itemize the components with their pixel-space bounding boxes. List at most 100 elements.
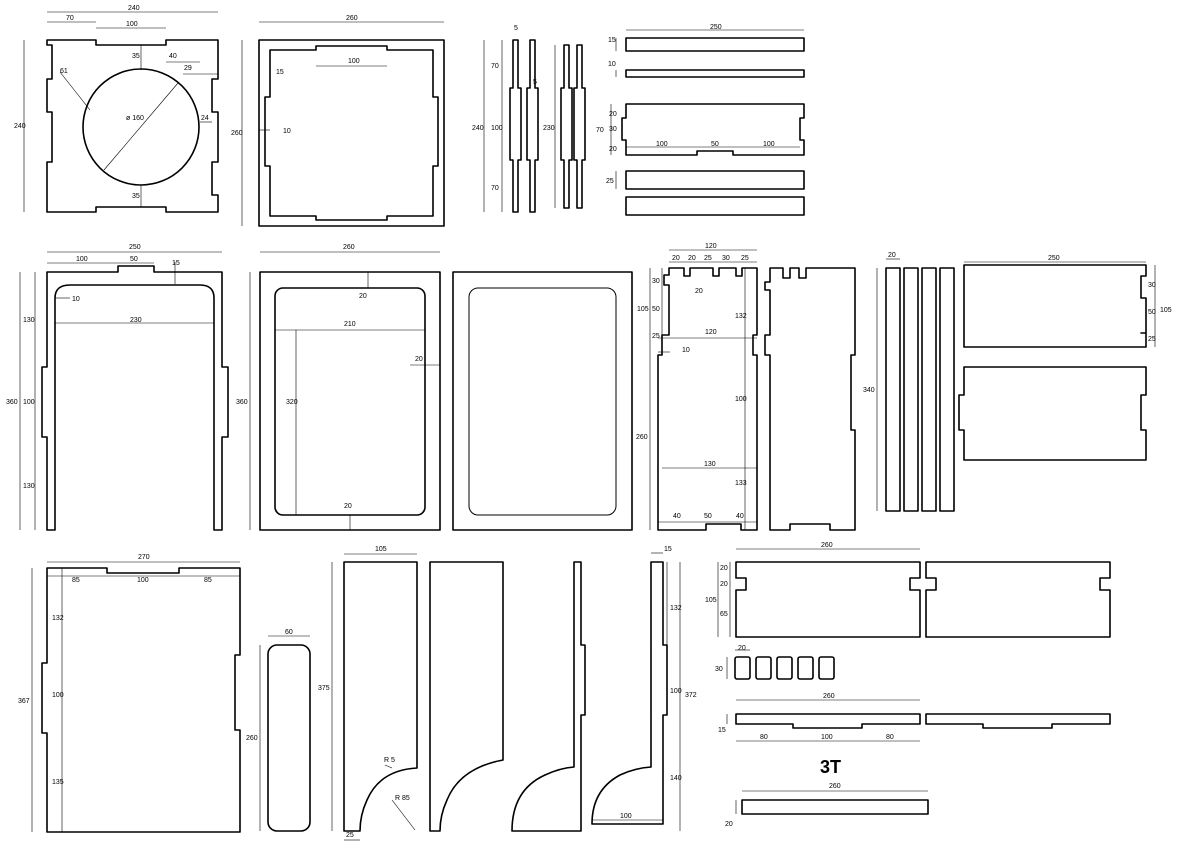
dim-label: 30 [609,126,617,133]
dim-label: 80 [886,734,894,741]
dim-label: 70 [491,63,499,70]
dim-label: 20 [344,503,352,510]
dim-label: 100 [670,688,682,695]
dim-label: 230 [130,317,142,324]
dim-label: 10 [608,61,616,68]
dim-label: 260 [343,244,355,251]
dim-label: 320 [286,399,298,406]
dim-label: 70 [66,15,74,22]
dim-label: 24 [201,115,209,122]
dim-label: 20 [672,255,680,262]
dim-label: 132 [52,615,64,622]
dim-label: 100 [126,21,138,28]
dim-label: 25 [652,333,660,340]
dim-label: 105 [1160,307,1172,314]
dim-label: 250 [129,244,141,251]
dim-label: 10 [283,128,291,135]
dim-label: 100 [763,141,775,148]
dim-label: 40 [673,513,681,520]
dim-label: 20 [609,146,617,153]
dim-label: 260 [821,542,833,549]
dim-label: 25 [346,832,354,839]
dim-label: 240 [128,5,140,12]
dim-label: 30 [652,278,660,285]
part-c-strips: 5 5 70 240 100 70 230 [472,25,586,213]
dim-label: 240 [14,123,26,130]
dim-label: 250 [710,24,722,31]
dim-label: 100 [656,141,668,148]
dim-label: 5 [533,79,537,86]
part-j-rounded-strip: 60 260 [246,629,311,832]
dim-label: 140 [670,775,682,782]
dim-label: 340 [863,387,875,394]
dim-label: 130 [23,317,35,324]
dim-label: 40 [169,53,177,60]
dim-label: 25 [1148,336,1156,343]
dim-label: 100 [348,58,360,65]
dim-label: 105 [375,546,387,553]
dim-label: 15 [664,546,672,553]
dim-label: 372 [685,692,697,699]
dim-label: 100 [735,396,747,403]
dim-label: 30 [1148,282,1156,289]
part-b-frame: 260 100 15 260 10 [231,15,445,227]
dim-label: 135 [52,779,64,786]
dim-label: 100 [52,692,64,699]
dim-label: R 5 [384,757,395,764]
dim-label: 40 [736,513,744,520]
dim-label: 50 [130,256,138,263]
dim-label: 230 [543,125,555,132]
dim-label: 100 [620,813,632,820]
part-g-side-panel: 120 20 20 25 30 25 30 20 105 50 25 10 12… [636,243,856,531]
dim-label: 50 [711,141,719,148]
dim-label: 80 [760,734,768,741]
dim-label: 70 [596,127,604,134]
dim-label: 35 [132,53,140,60]
dim-label: 15 [608,37,616,44]
dim-label: 360 [236,399,248,406]
dim-label: 270 [138,554,150,561]
part-l-leg-dims: 15 132 372 100 140 100 [592,546,697,831]
dim-label: 60 [285,629,293,636]
dim-label: 100 [491,125,503,132]
dim-label: 65 [720,611,728,618]
dim-label: 10 [72,296,80,303]
dim-label: 20 [720,565,728,572]
dim-label: 20 [720,581,728,588]
dim-label: 105 [705,597,717,604]
dim-label: 15 [276,69,284,76]
part-a-circle-panel: 240 70 100 40 35 61 29 ø 160 24 240 35 [14,5,219,213]
dim-label: 375 [318,685,330,692]
dim-label: 132 [735,313,747,320]
dim-label: 15 [718,727,726,734]
dim-label: 61 [60,68,68,75]
dim-label: 30 [715,666,723,673]
dim-label: 5 [514,25,518,32]
part-h-slats-shelves: 340 20 250 30 105 50 25 [863,252,1172,512]
dim-label: 260 [346,15,358,22]
dim-label: 100 [821,734,833,741]
dim-label: 360 [6,399,18,406]
dim-label: 15 [172,260,180,267]
dim-label: 105 [637,306,649,313]
dim-label: 85 [204,577,212,584]
part-k-curved-legs: 105 375 R 5 R 85 25 [318,546,668,841]
dim-label: 20 [688,255,696,262]
dim-label: 260 [823,693,835,700]
part-e-u-frame: 250 100 50 15 10 130 230 360 100 130 [6,244,229,531]
part-d-bars: 250 15 10 70 20 30 20 100 50 100 25 [596,24,805,216]
part-f-door-frame: 260 20 210 20 360 320 20 [236,244,441,531]
dim-label: 50 [1148,309,1156,316]
dim-label: 35 [132,193,140,200]
dim-label: 25 [704,255,712,262]
dim-label: 29 [184,65,192,72]
dim-label: 260 [231,130,243,137]
dim-label: 260 [246,735,258,742]
dim-label: 20 [415,356,423,363]
dim-label: 260 [636,434,648,441]
part-m-boards: 260 20 20 105 65 30 20 260 15 80 100 80 … [705,542,1111,828]
dim-label: 20 [695,288,703,295]
dim-label: 120 [705,329,717,336]
dim-label: 20 [609,111,617,118]
